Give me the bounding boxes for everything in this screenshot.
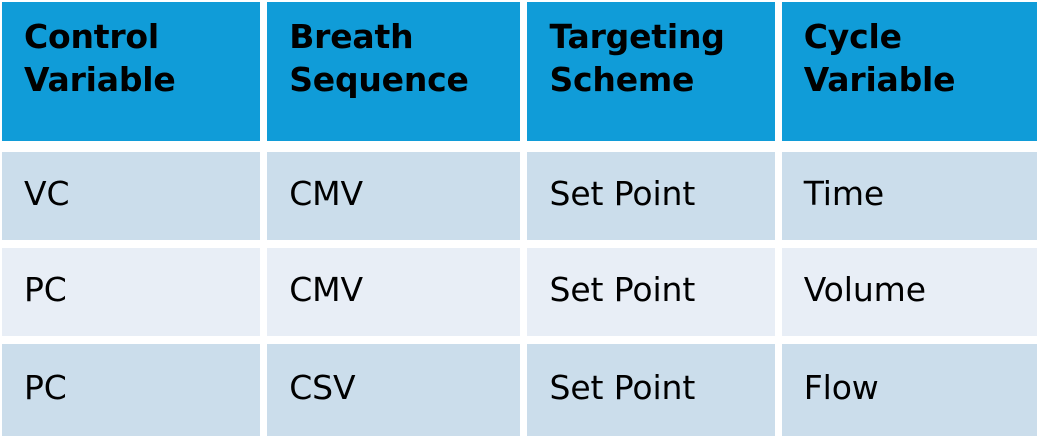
cell-value: VC	[24, 173, 70, 213]
table-row: PC CMV Set Point Volume	[2, 248, 1037, 336]
column-header-label: Control Variable	[24, 17, 176, 99]
cell-value: PC	[24, 367, 67, 407]
column-header-targeting-scheme: Targeting Scheme	[527, 2, 775, 141]
cell-control-variable: PC	[2, 248, 261, 336]
cell-control-variable: VC	[2, 152, 261, 240]
column-header-label: Targeting Scheme	[549, 17, 725, 99]
cell-value: CMV	[289, 269, 364, 309]
cell-cycle-variable: Flow	[781, 344, 1037, 436]
column-header-breath-sequence: Breath Sequence	[267, 2, 521, 141]
classification-table: Control Variable Breath Sequence Targeti…	[2, 2, 1037, 436]
cell-targeting-scheme: Set Point	[527, 152, 775, 240]
cell-value: Set Point	[549, 269, 696, 309]
cell-value: CMV	[289, 173, 364, 213]
table-row: VC CMV Set Point Time	[2, 152, 1037, 240]
cell-value: Time	[803, 173, 885, 213]
cell-cycle-variable: Volume	[781, 248, 1037, 336]
cell-value: Volume	[803, 269, 926, 309]
table-row: PC CSV Set Point Flow	[2, 344, 1037, 436]
cell-cycle-variable: Time	[781, 152, 1037, 240]
column-header-cycle-variable: Cycle Variable	[781, 2, 1037, 141]
table-header-row: Control Variable Breath Sequence Targeti…	[2, 2, 1037, 141]
column-header-label: Breath Sequence	[289, 17, 469, 99]
cell-breath-sequence: CMV	[267, 248, 521, 336]
cell-breath-sequence: CMV	[267, 152, 521, 240]
cell-value: Set Point	[549, 367, 696, 407]
cell-targeting-scheme: Set Point	[527, 248, 775, 336]
cell-breath-sequence: CSV	[267, 344, 521, 436]
cell-value: Flow	[803, 367, 879, 407]
cell-targeting-scheme: Set Point	[527, 344, 775, 436]
cell-control-variable: PC	[2, 344, 261, 436]
cell-value: Set Point	[549, 173, 696, 213]
cell-value: CSV	[289, 367, 356, 407]
column-header-label: Cycle Variable	[803, 17, 956, 99]
cell-value: PC	[24, 269, 67, 309]
column-header-control-variable: Control Variable	[2, 2, 261, 141]
